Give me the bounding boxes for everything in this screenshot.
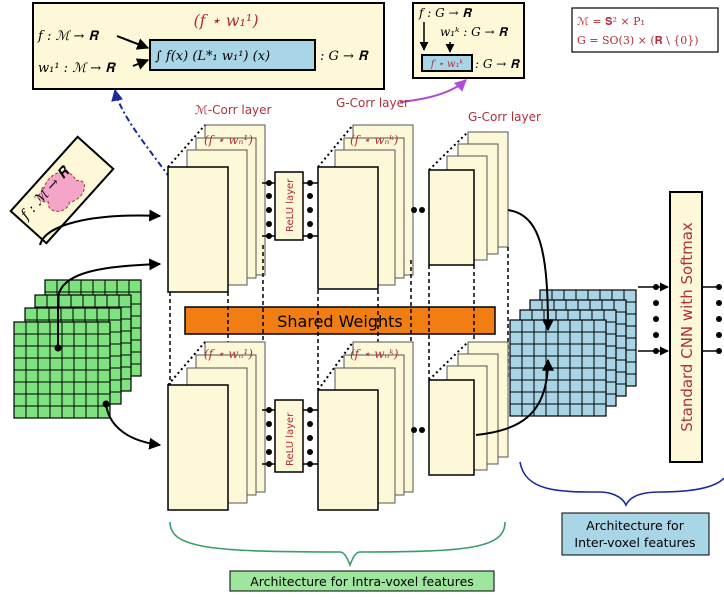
output-map-top-left: : G → 𝐑 <box>320 49 369 64</box>
m-corr-layer-label: ℳ-Corr layer <box>195 103 272 117</box>
relu-bottom-label: ReLU layer <box>285 412 296 466</box>
inter-voxel-label-box: Architecture for Inter-voxel features <box>562 513 709 555</box>
intra-voxel-brace <box>170 522 505 565</box>
g-corr-stack-top: (f ⋆ wₙᵏ) <box>318 125 413 289</box>
conv-g-top-label: (f ⋆ wₙᵏ) <box>350 133 399 147</box>
conv-m-top-label: (f ⋆ wₙ¹) <box>204 133 253 147</box>
input-function-card: f : ℳ → 𝐑 <box>11 137 114 243</box>
inter-voxel-grid <box>510 290 636 416</box>
top-branch: (f ⋆ wₙ¹) ReLU layer (f ⋆ wₙᵏ) <box>168 125 508 292</box>
conv-title-top-left: (f ⋆ w₁¹) <box>193 11 258 30</box>
intra-voxel-label: Architecture for Intra-voxel features <box>250 574 474 589</box>
g-corr-detail-connector <box>400 80 466 102</box>
g-corr-detail-box: f : G → 𝐑 w₁ᵏ : G → 𝐑 f ⋆ w₁ᵏ : G → 𝐑 <box>413 3 524 78</box>
manifold-definition: ℳ = 𝐒² × P₁ <box>577 15 645 28</box>
shared-weights-bar: Shared Weights <box>185 307 495 334</box>
g-output-map: : G → 𝐑 <box>475 57 520 71</box>
inter-voxel-label-line2: Inter-voxel features <box>574 535 695 550</box>
g-conv-expression: f ⋆ w₁ᵏ <box>430 59 464 70</box>
relu-top-label: ReLU layer <box>285 178 296 232</box>
shared-weights-label: Shared Weights <box>277 312 403 331</box>
g-corr-layer-label-1: G-Corr layer <box>336 96 409 110</box>
grid-layer <box>14 322 110 418</box>
conv-m-bottom-label: (f ⋆ wₙ¹) <box>204 347 253 361</box>
final-stack-bottom <box>429 342 508 475</box>
intra-voxel-label-box: Architecture for Intra-voxel features <box>230 571 494 591</box>
inter-voxel-brace <box>520 462 724 505</box>
g-f-map: f : G → 𝐑 <box>418 6 472 20</box>
relu-top: ReLU layer <box>275 172 303 240</box>
m-corr-stack-top: (f ⋆ wₙ¹) <box>168 125 265 292</box>
standard-cnn-label: Standard CNN with Softmax <box>678 222 696 432</box>
w-map-label: w₁¹ : ℳ → 𝐑 <box>38 61 116 76</box>
m-corr-detail-box: (f ⋆ w₁¹) f : ℳ → 𝐑 w₁¹ : ℳ → 𝐑 ∫ f(x) (… <box>33 3 384 89</box>
f-map-label: f : ℳ → 𝐑 <box>37 29 100 44</box>
g-corr-stack-bottom: (f ⋆ wₙᵏ) <box>318 342 413 510</box>
bottom-branch: (f ⋆ wₙ¹) ReLU layer (f ⋆ wₙᵏ) <box>168 342 508 510</box>
input-voxel-grid <box>14 280 141 418</box>
standard-cnn-box: Standard CNN with Softmax <box>670 192 702 462</box>
conv-g-bottom-label: (f ⋆ wₙᵏ) <box>350 347 399 361</box>
definitions-box: ℳ = 𝐒² × P₁ G = SO(3) × (𝐑 \ {0}) <box>572 8 718 52</box>
g-corr-layer-label-2: G-Corr layer <box>468 110 541 124</box>
group-definition: G = SO(3) × (𝐑 \ {0}) <box>577 34 699 47</box>
inter-voxel-label-line1: Architecture for <box>586 518 685 533</box>
m-corr-detail-connector <box>115 90 170 178</box>
grid-to-bottom-branch <box>106 404 160 445</box>
integral-expression: ∫ f(x) (L*₁ w₁¹) (x) <box>155 49 270 64</box>
final-stack-top <box>429 132 508 265</box>
g-w-map: w₁ᵏ : G → 𝐑 <box>440 25 508 39</box>
relu-bottom: ReLU layer <box>275 400 303 472</box>
m-corr-stack-bottom: (f ⋆ wₙ¹) <box>168 342 265 510</box>
grid-layer <box>510 320 606 416</box>
